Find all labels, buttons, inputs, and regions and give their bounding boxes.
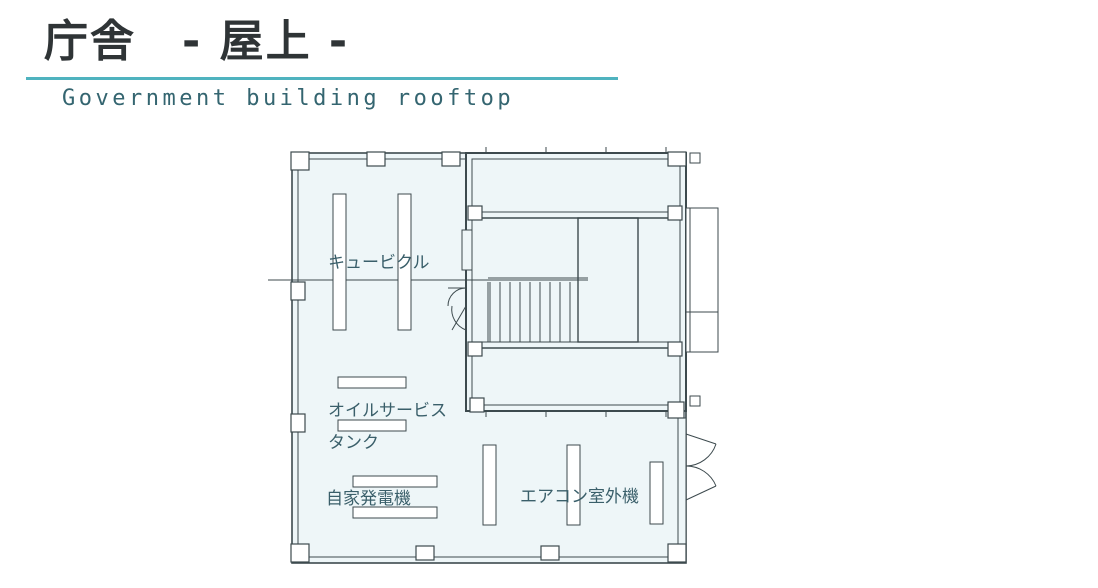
exterior-door	[677, 417, 717, 557]
stair-core	[465, 147, 687, 417]
structural-columns	[290, 151, 687, 563]
ac-outdoor-units	[482, 444, 664, 526]
label-cubicle: キュービクル	[328, 253, 430, 273]
oil-tank-units	[337, 376, 407, 432]
page-subtitle: Government building rooftop	[62, 86, 515, 111]
label-oil-tank-1: オイルサービス	[328, 401, 447, 421]
generator-units	[352, 475, 438, 519]
label-oil-tank-2: タンク	[328, 433, 379, 453]
stair-door	[447, 229, 473, 331]
cubicle-units	[332, 193, 412, 331]
page-title: 庁舎 - 屋上 -	[44, 16, 350, 67]
label-ac-outdoor: エアコン室外機	[520, 487, 639, 507]
label-generator: 自家発電機	[326, 489, 411, 509]
exterior-balcony	[685, 152, 719, 407]
title-underline	[26, 77, 618, 80]
